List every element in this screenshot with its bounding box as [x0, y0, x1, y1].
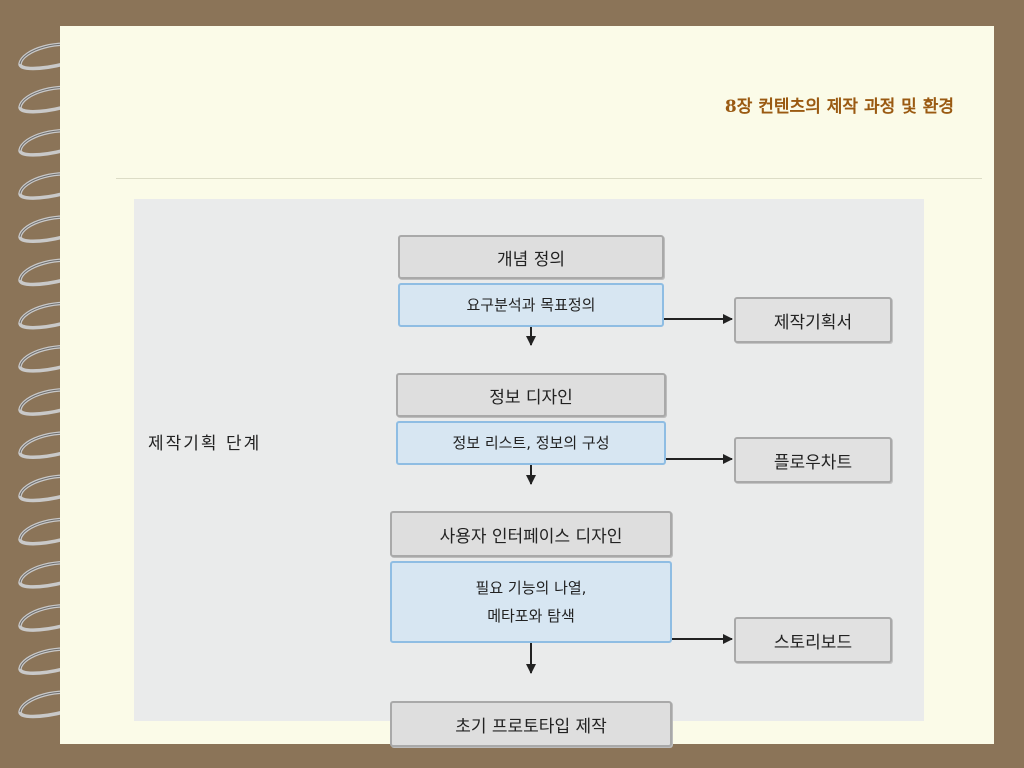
production-flow-diagram: 제작기획 단계 개념 정의 요구분석과 목표정의 정보 디자인 정보 리스트, … — [134, 199, 924, 747]
step-ui-detail-line-2: 메타포와 탐색 — [487, 607, 575, 625]
step-ui-detail-line-1: 필요 기능의 나열, — [475, 579, 587, 597]
output-flowchart: 플로우차트 — [734, 437, 892, 483]
step-information-design: 정보 디자인 — [396, 373, 666, 417]
step-concept-detail: 요구분석과 목표정의 — [398, 283, 664, 327]
step-ui-detail: 필요 기능의 나열, 메타포와 탐색 — [390, 561, 672, 643]
output-production-plan: 제작기획서 — [734, 297, 892, 343]
stage-label: 제작기획 단계 — [148, 434, 262, 454]
output-storyboard: 스토리보드 — [734, 617, 892, 663]
notebook-page: 8장 컨텐츠의 제작 과정 및 환경 제작기획 단계 개념 정의 요구분석과 목… — [60, 26, 994, 747]
step-initial-prototype: 초기 프로토타입 제작 — [390, 701, 672, 747]
step-information-detail: 정보 리스트, 정보의 구성 — [396, 421, 666, 465]
step-ui-design: 사용자 인터페이스 디자인 — [390, 511, 672, 557]
page-title: 8장 컨텐츠의 제작 과정 및 환경 — [724, 97, 954, 117]
step-concept-definition: 개념 정의 — [398, 235, 664, 279]
title-divider — [116, 178, 982, 179]
